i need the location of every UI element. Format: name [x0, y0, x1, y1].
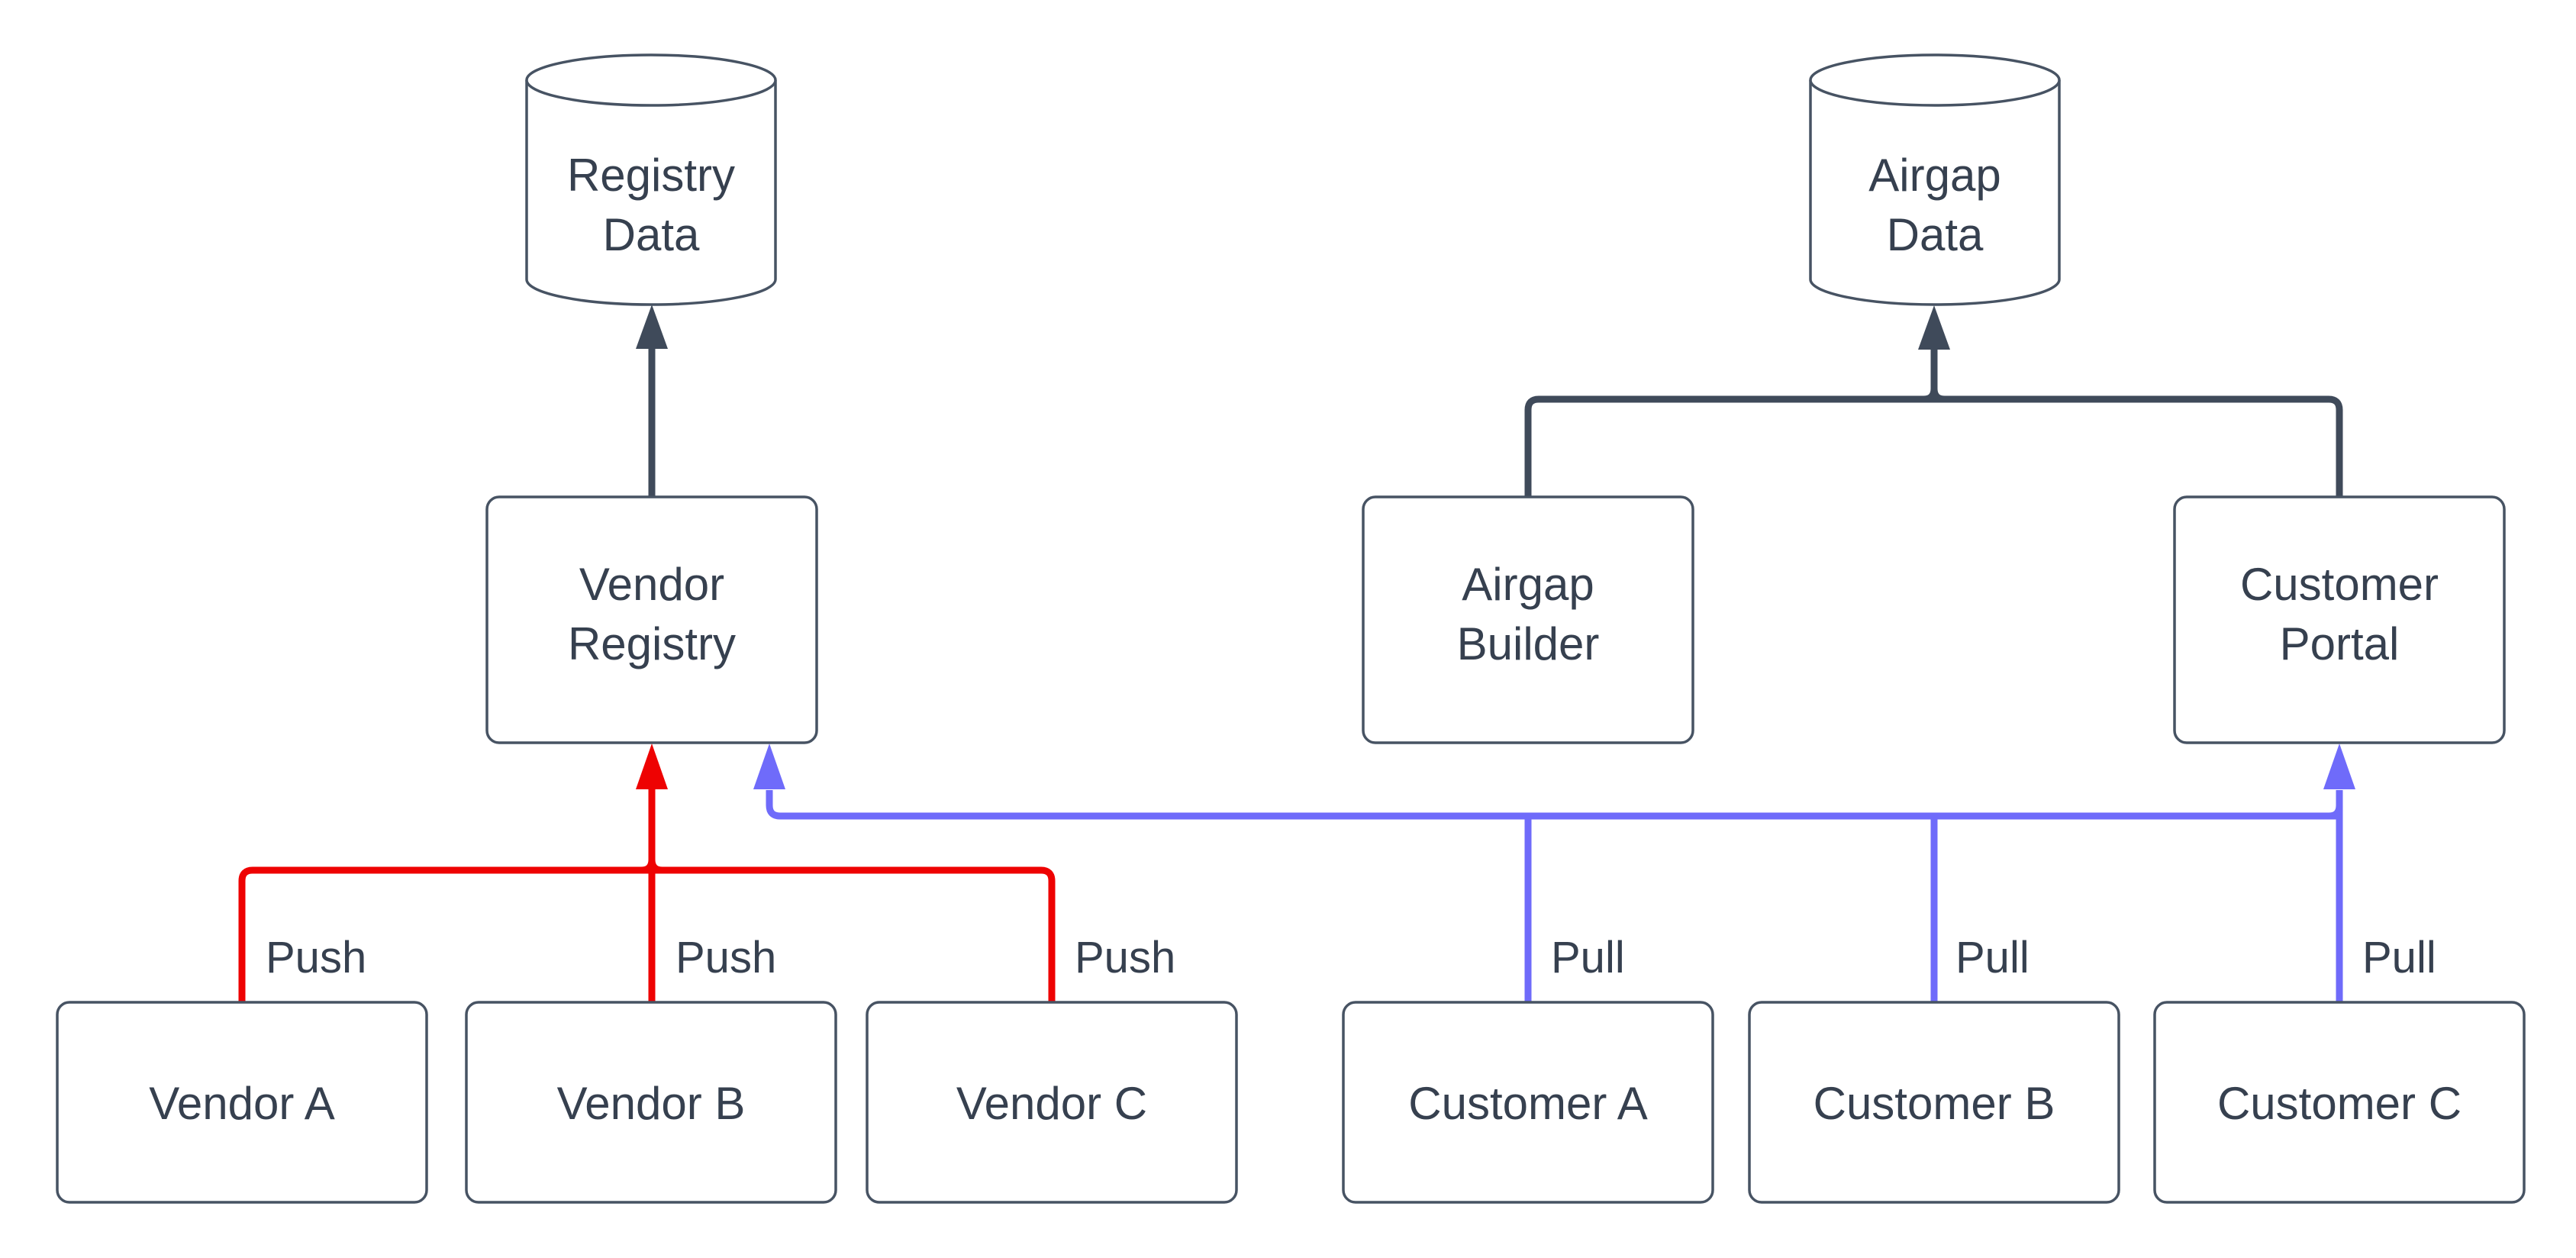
node-box	[2173, 495, 2506, 744]
arrowhead-up-icon	[636, 744, 668, 789]
node-label: Customer C	[2217, 1078, 2462, 1129]
database-shape	[525, 53, 777, 306]
node-label: Portal	[2280, 618, 2400, 669]
node-label: Customer A	[1408, 1078, 1647, 1129]
node-airgap-data: Airgap Data	[1809, 53, 2061, 306]
node-box	[465, 1001, 837, 1204]
edge-label-pull-a: Pull	[1551, 933, 1625, 982]
node-vendor-a: Vendor A	[56, 1001, 428, 1204]
node-box	[1362, 495, 1694, 744]
edge-label-push-c: Push	[1075, 933, 1175, 982]
node-box	[2153, 1001, 2526, 1204]
node-customer-b: Customer B	[1748, 1001, 2120, 1204]
arrowhead-up-icon	[636, 305, 668, 349]
node-vendor-registry: Vendor Registry	[485, 495, 818, 744]
arrowhead-up-icon	[2323, 744, 2355, 789]
node-label: Airgap	[1462, 559, 1594, 610]
node-label: Vendor B	[557, 1078, 746, 1129]
node-customer-a: Customer A	[1342, 1001, 1714, 1204]
node-box	[485, 495, 818, 744]
edge-label-push-b: Push	[675, 933, 776, 982]
database-lip	[1809, 79, 2061, 107]
node-label: Data	[603, 209, 700, 260]
edge-vendor-registry-to-registry-data	[636, 305, 668, 497]
database-lip	[525, 79, 777, 107]
edge-airgap-builder-customer-portal-to-airgap-data	[1524, 305, 2343, 497]
edge-pull-customers-to-vendor-registry-and-portal	[753, 744, 2355, 1002]
node-label: Data	[1887, 209, 1984, 260]
arrowhead-up-icon	[1918, 305, 1950, 350]
node-label: Builder	[1457, 618, 1600, 669]
node-vendor-b: Vendor B	[465, 1001, 837, 1204]
node-label: Registry	[568, 618, 736, 669]
node-vendor-c: Vendor C	[866, 1001, 1238, 1204]
node-customer-c: Customer C	[2153, 1001, 2526, 1204]
node-box	[1342, 1001, 1714, 1204]
edge-label-pull-c: Pull	[2362, 933, 2436, 982]
node-label: Airgap	[1868, 150, 2001, 201]
arrowhead-up-icon	[753, 744, 785, 789]
node-box	[1748, 1001, 2120, 1204]
node-label: Registry	[567, 150, 735, 201]
edge-label-pull-b: Pull	[1955, 933, 2030, 982]
node-label: Vendor C	[956, 1078, 1147, 1129]
database-shape	[1809, 53, 2061, 306]
edge-label-push-a: Push	[266, 933, 366, 982]
node-box	[56, 1001, 428, 1204]
node-customer-portal: Customer Portal	[2173, 495, 2506, 744]
node-label: Vendor A	[149, 1078, 335, 1129]
edge-push-vendors-to-vendor-registry	[238, 744, 1056, 1002]
node-label: Customer	[2240, 559, 2439, 610]
node-label: Customer B	[1814, 1078, 2055, 1129]
node-registry-data: Registry Data	[525, 53, 777, 306]
node-box	[866, 1001, 1238, 1204]
node-airgap-builder: Airgap Builder	[1362, 495, 1694, 744]
node-label: Vendor	[579, 559, 724, 610]
